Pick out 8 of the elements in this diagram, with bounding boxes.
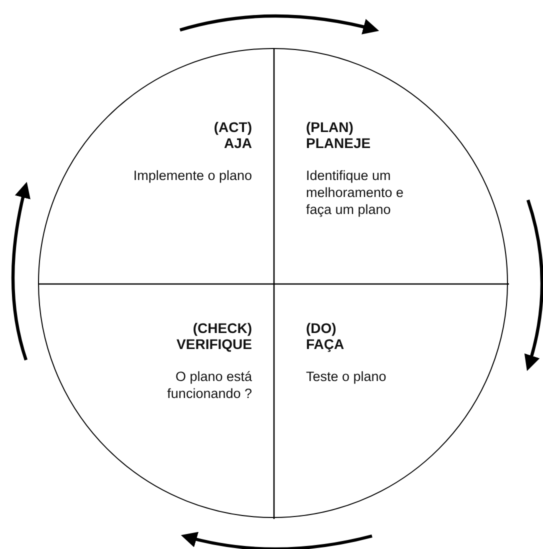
quadrant-heading: (CHECK) VERIFIQUE [176, 320, 252, 352]
quadrant-text: O plano está funcionando ? [166, 368, 252, 402]
quadrant-text: Implemente o plano [132, 167, 252, 184]
quadrant-text: Teste o plano [306, 368, 388, 385]
quadrant-heading: (DO) FAÇA [306, 320, 344, 352]
quadrant-heading: (ACT) AJA [214, 119, 252, 151]
quadrant-text: Identifique um melhoramento e faça um plano [306, 167, 405, 218]
quadrant-heading: (PLAN) PLANEJE [306, 119, 371, 151]
